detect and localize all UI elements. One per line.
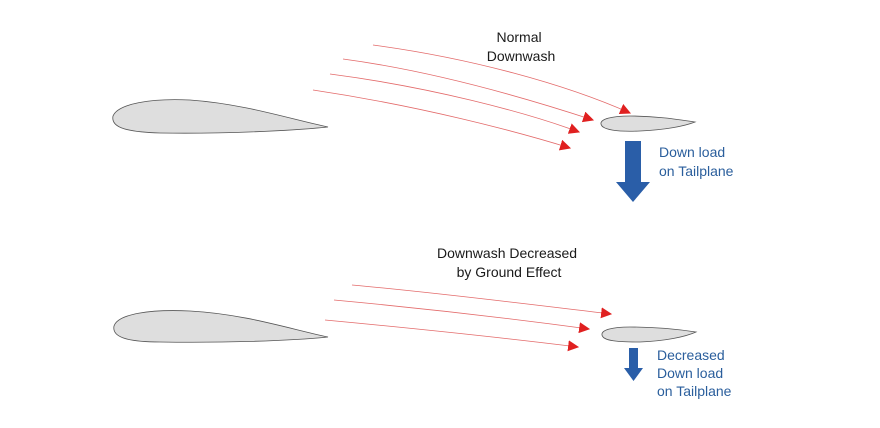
- bottom-wing-airfoil: [113, 310, 329, 343]
- top-flow-line: [312, 89, 572, 151]
- top-flow-line: [342, 58, 595, 123]
- bottom-flow-line: [351, 284, 613, 319]
- bottom-downwash-arrows: [324, 284, 613, 352]
- top-flow-line: [372, 44, 632, 114]
- top-flow-line: [329, 73, 581, 134]
- top-down-load-arrow: [616, 141, 650, 202]
- top-wing-airfoil: [112, 99, 329, 134]
- bottom-panel: Downwash Decreased by Ground Effect Decr…: [113, 245, 732, 399]
- bottom-flow-line: [333, 299, 591, 334]
- top-panel: Normal Downwash Down load on Tailplane: [112, 29, 734, 202]
- bottom-flow-line: [324, 319, 580, 352]
- top-downwash-label: Normal Downwash: [487, 29, 555, 64]
- top-tailplane-airfoil: [600, 115, 697, 132]
- bottom-down-load-label: Decreased Down load on Tailplane: [657, 347, 732, 399]
- bottom-down-load-arrow: [624, 348, 643, 381]
- bottom-downwash-label: Downwash Decreased by Ground Effect: [437, 245, 581, 280]
- top-downwash-arrows: [312, 44, 632, 151]
- top-down-load-label: Down load on Tailplane: [659, 144, 734, 179]
- bottom-tailplane-airfoil: [601, 326, 698, 343]
